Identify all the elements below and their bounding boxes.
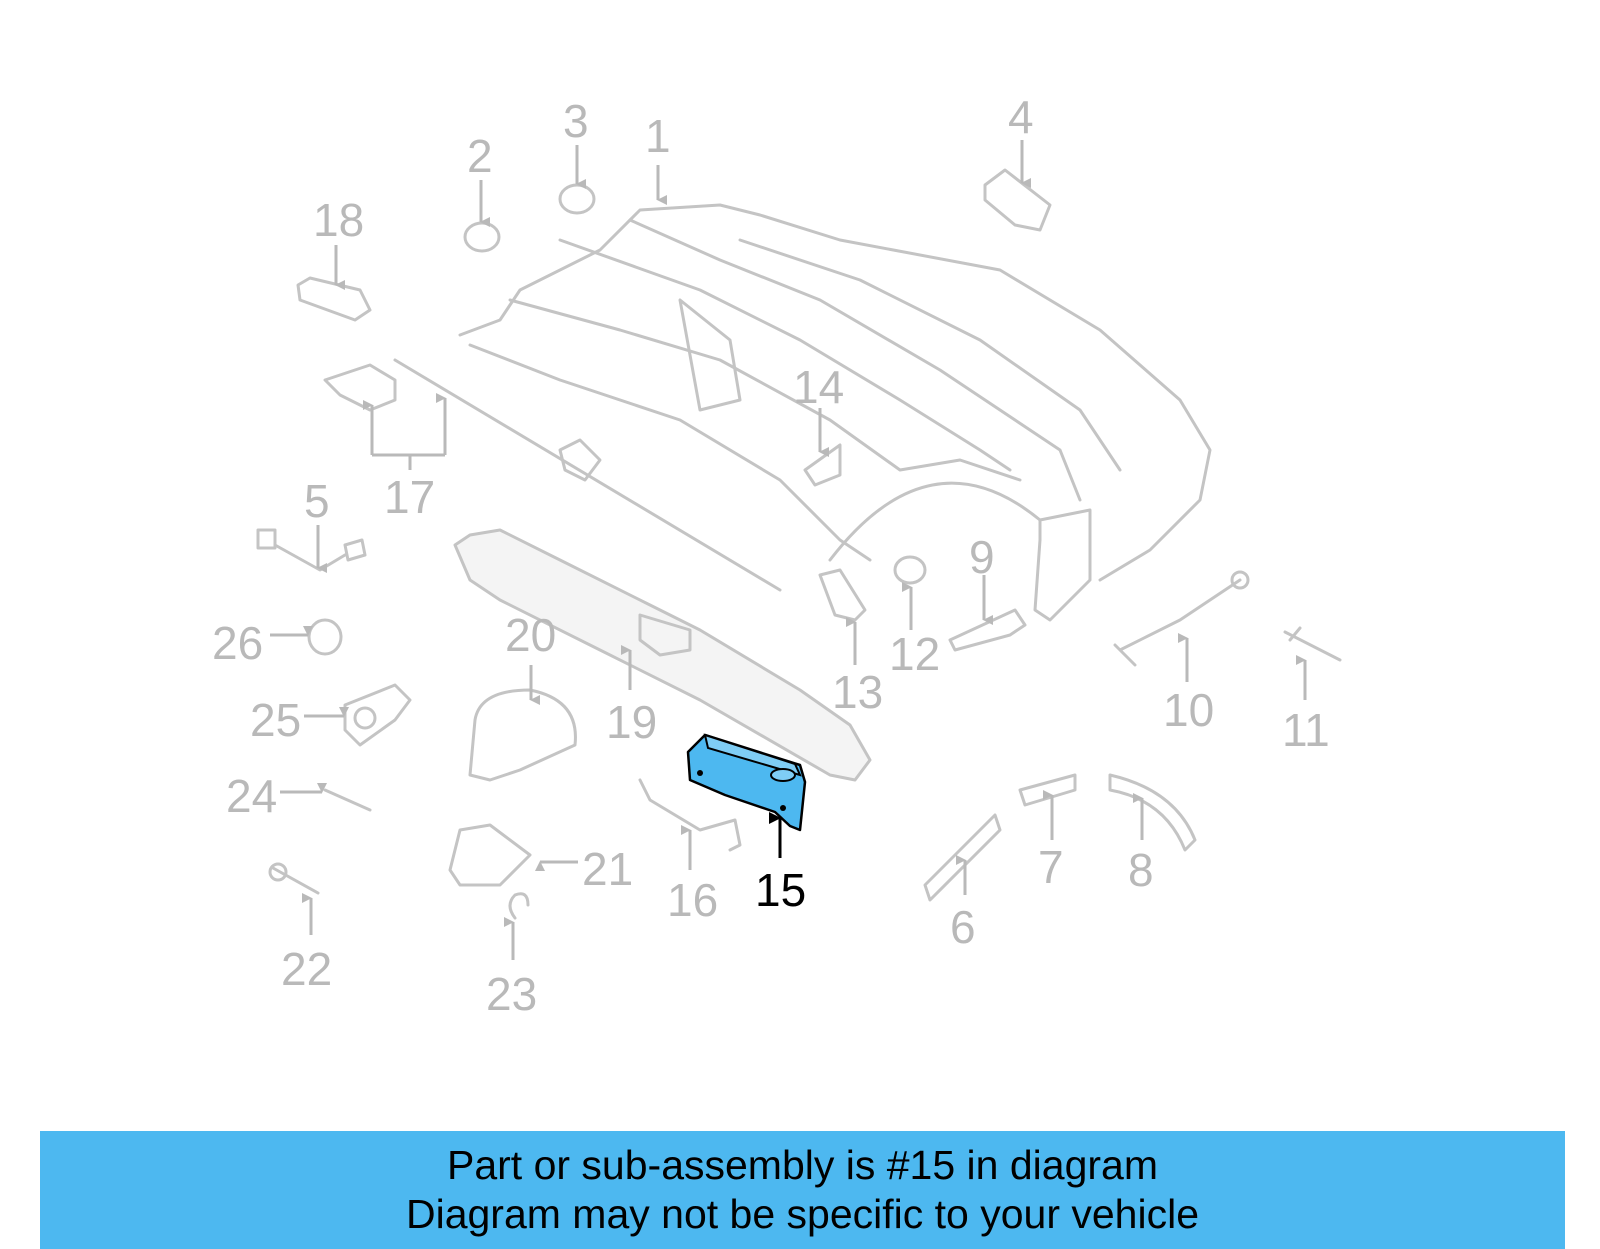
callout-16: 16 bbox=[667, 874, 718, 926]
handle-part-9 bbox=[948, 608, 1027, 652]
hinge-part-17 bbox=[323, 363, 397, 412]
callout-25: 25 bbox=[250, 694, 301, 746]
cover-part-20 bbox=[468, 688, 577, 782]
bracket-part-4 bbox=[983, 168, 1052, 232]
highlighted-part-15 bbox=[686, 733, 807, 832]
callout-9: 9 bbox=[969, 531, 995, 583]
callout-19: 19 bbox=[606, 696, 657, 748]
strut-part-10 bbox=[1113, 570, 1250, 667]
bracket-part-18 bbox=[296, 276, 372, 322]
trim-part-7 bbox=[1018, 773, 1077, 807]
callout-22: 22 bbox=[281, 943, 332, 995]
callout-26: 26 bbox=[212, 617, 263, 669]
caption-banner: Part or sub-assembly is #15 in diagram D… bbox=[40, 1131, 1565, 1249]
callout-13: 13 bbox=[832, 666, 883, 718]
trim-part-8 bbox=[1108, 773, 1197, 852]
leader-arrows bbox=[270, 140, 1307, 960]
bracket-part-21 bbox=[448, 823, 532, 887]
callout-3: 3 bbox=[563, 95, 589, 147]
callout-labels: 1 2 3 4 5 6 7 8 9 10 11 12 13 14 15 16 1… bbox=[212, 91, 1330, 1020]
callout-4: 4 bbox=[1008, 91, 1034, 143]
callout-6: 6 bbox=[950, 901, 976, 953]
callout-24: 24 bbox=[226, 770, 277, 822]
callout-23: 23 bbox=[486, 968, 537, 1020]
bracket-part-25 bbox=[343, 683, 412, 747]
caption-line-1: Part or sub-assembly is #15 in diagram bbox=[447, 1142, 1158, 1188]
bumper-part-26 bbox=[307, 618, 343, 656]
callout-2: 2 bbox=[467, 130, 493, 182]
pin-part-11 bbox=[1283, 626, 1342, 662]
clip-part-23 bbox=[508, 892, 530, 920]
harness-part-5 bbox=[256, 528, 367, 572]
callout-8: 8 bbox=[1128, 844, 1154, 896]
rod-part-16 bbox=[638, 778, 742, 852]
pin-part-24 bbox=[323, 788, 372, 812]
callout-21: 21 bbox=[582, 843, 633, 895]
latch-part-14 bbox=[803, 443, 842, 487]
callout-18: 18 bbox=[313, 194, 364, 246]
callout-17: 17 bbox=[384, 471, 435, 523]
callout-20: 20 bbox=[505, 609, 556, 661]
callout-15: 15 bbox=[755, 864, 806, 916]
callout-7: 7 bbox=[1038, 841, 1064, 893]
callout-14: 14 bbox=[793, 361, 844, 413]
trim-part-6 bbox=[923, 813, 1002, 902]
bumper-part-3 bbox=[558, 183, 596, 215]
parts-diagram: 1 2 3 4 5 6 7 8 9 10 11 12 13 14 15 16 1… bbox=[212, 91, 1342, 1020]
callout-1: 1 bbox=[645, 110, 671, 162]
callout-11: 11 bbox=[1282, 704, 1330, 756]
rail-part-19 bbox=[453, 528, 872, 782]
caption-line-2: Diagram may not be specific to your vehi… bbox=[405, 1191, 1199, 1237]
bumper-part-2 bbox=[463, 221, 501, 253]
top-frame-part-1 bbox=[393, 203, 1212, 622]
bumper-part-12 bbox=[893, 555, 927, 585]
bolt-part-22 bbox=[268, 862, 320, 895]
callout-12: 12 bbox=[889, 628, 940, 680]
link-part-13 bbox=[818, 568, 867, 622]
callout-10: 10 bbox=[1163, 684, 1214, 736]
callout-5: 5 bbox=[304, 475, 330, 527]
